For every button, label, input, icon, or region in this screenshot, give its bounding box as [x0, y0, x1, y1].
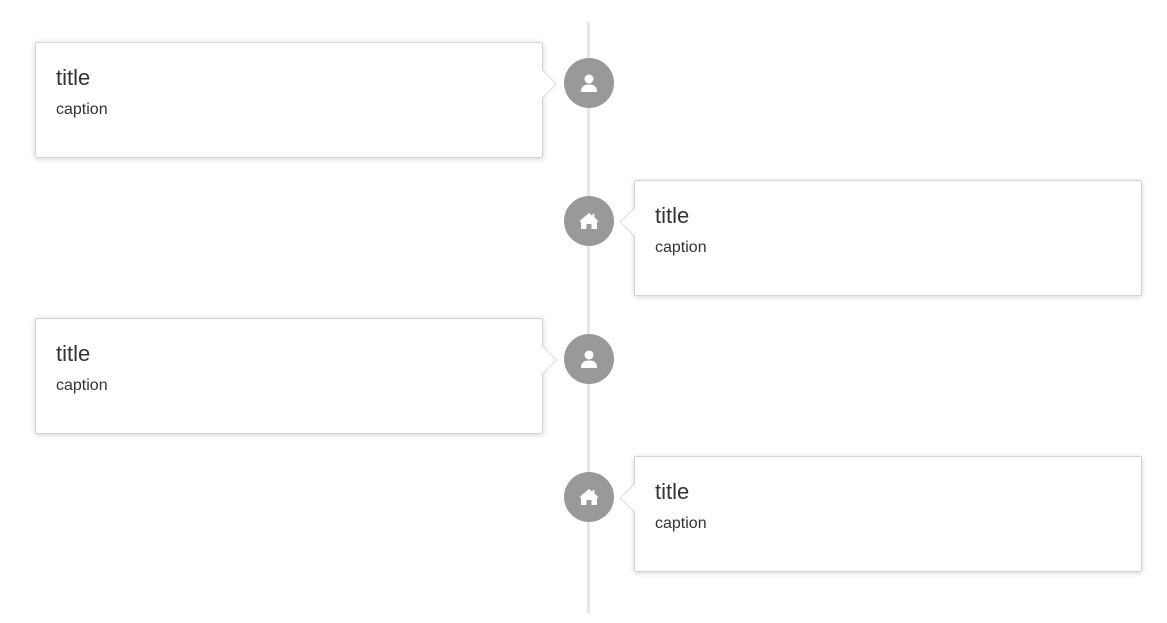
- timeline-entry: title caption: [0, 42, 1167, 160]
- timeline-panel: title caption: [35, 42, 557, 158]
- timeline-badge: [564, 472, 614, 522]
- user-icon: [580, 73, 598, 93]
- panel-title: title: [56, 341, 91, 366]
- panel-caption: caption: [56, 101, 108, 118]
- home-icon: [578, 488, 600, 506]
- timeline-badge: [564, 58, 614, 108]
- timeline-entry: title caption: [0, 318, 1167, 436]
- panel-caption: caption: [655, 515, 707, 532]
- home-icon: [578, 212, 600, 230]
- timeline-line: [587, 22, 590, 613]
- user-icon: [580, 349, 598, 369]
- timeline-entry: title caption: [0, 456, 1167, 574]
- timeline-panel: title caption: [620, 456, 1142, 572]
- timeline-entry: title caption: [0, 180, 1167, 298]
- timeline-panel: title caption: [620, 180, 1142, 296]
- panel-title: title: [655, 479, 690, 504]
- panel-title: title: [655, 203, 690, 228]
- panel-caption: caption: [655, 239, 707, 256]
- panel-title: title: [56, 65, 91, 90]
- panel-caption: caption: [56, 377, 108, 394]
- timeline-badge: [564, 334, 614, 384]
- timeline-panel: title caption: [35, 318, 557, 434]
- timeline-badge: [564, 196, 614, 246]
